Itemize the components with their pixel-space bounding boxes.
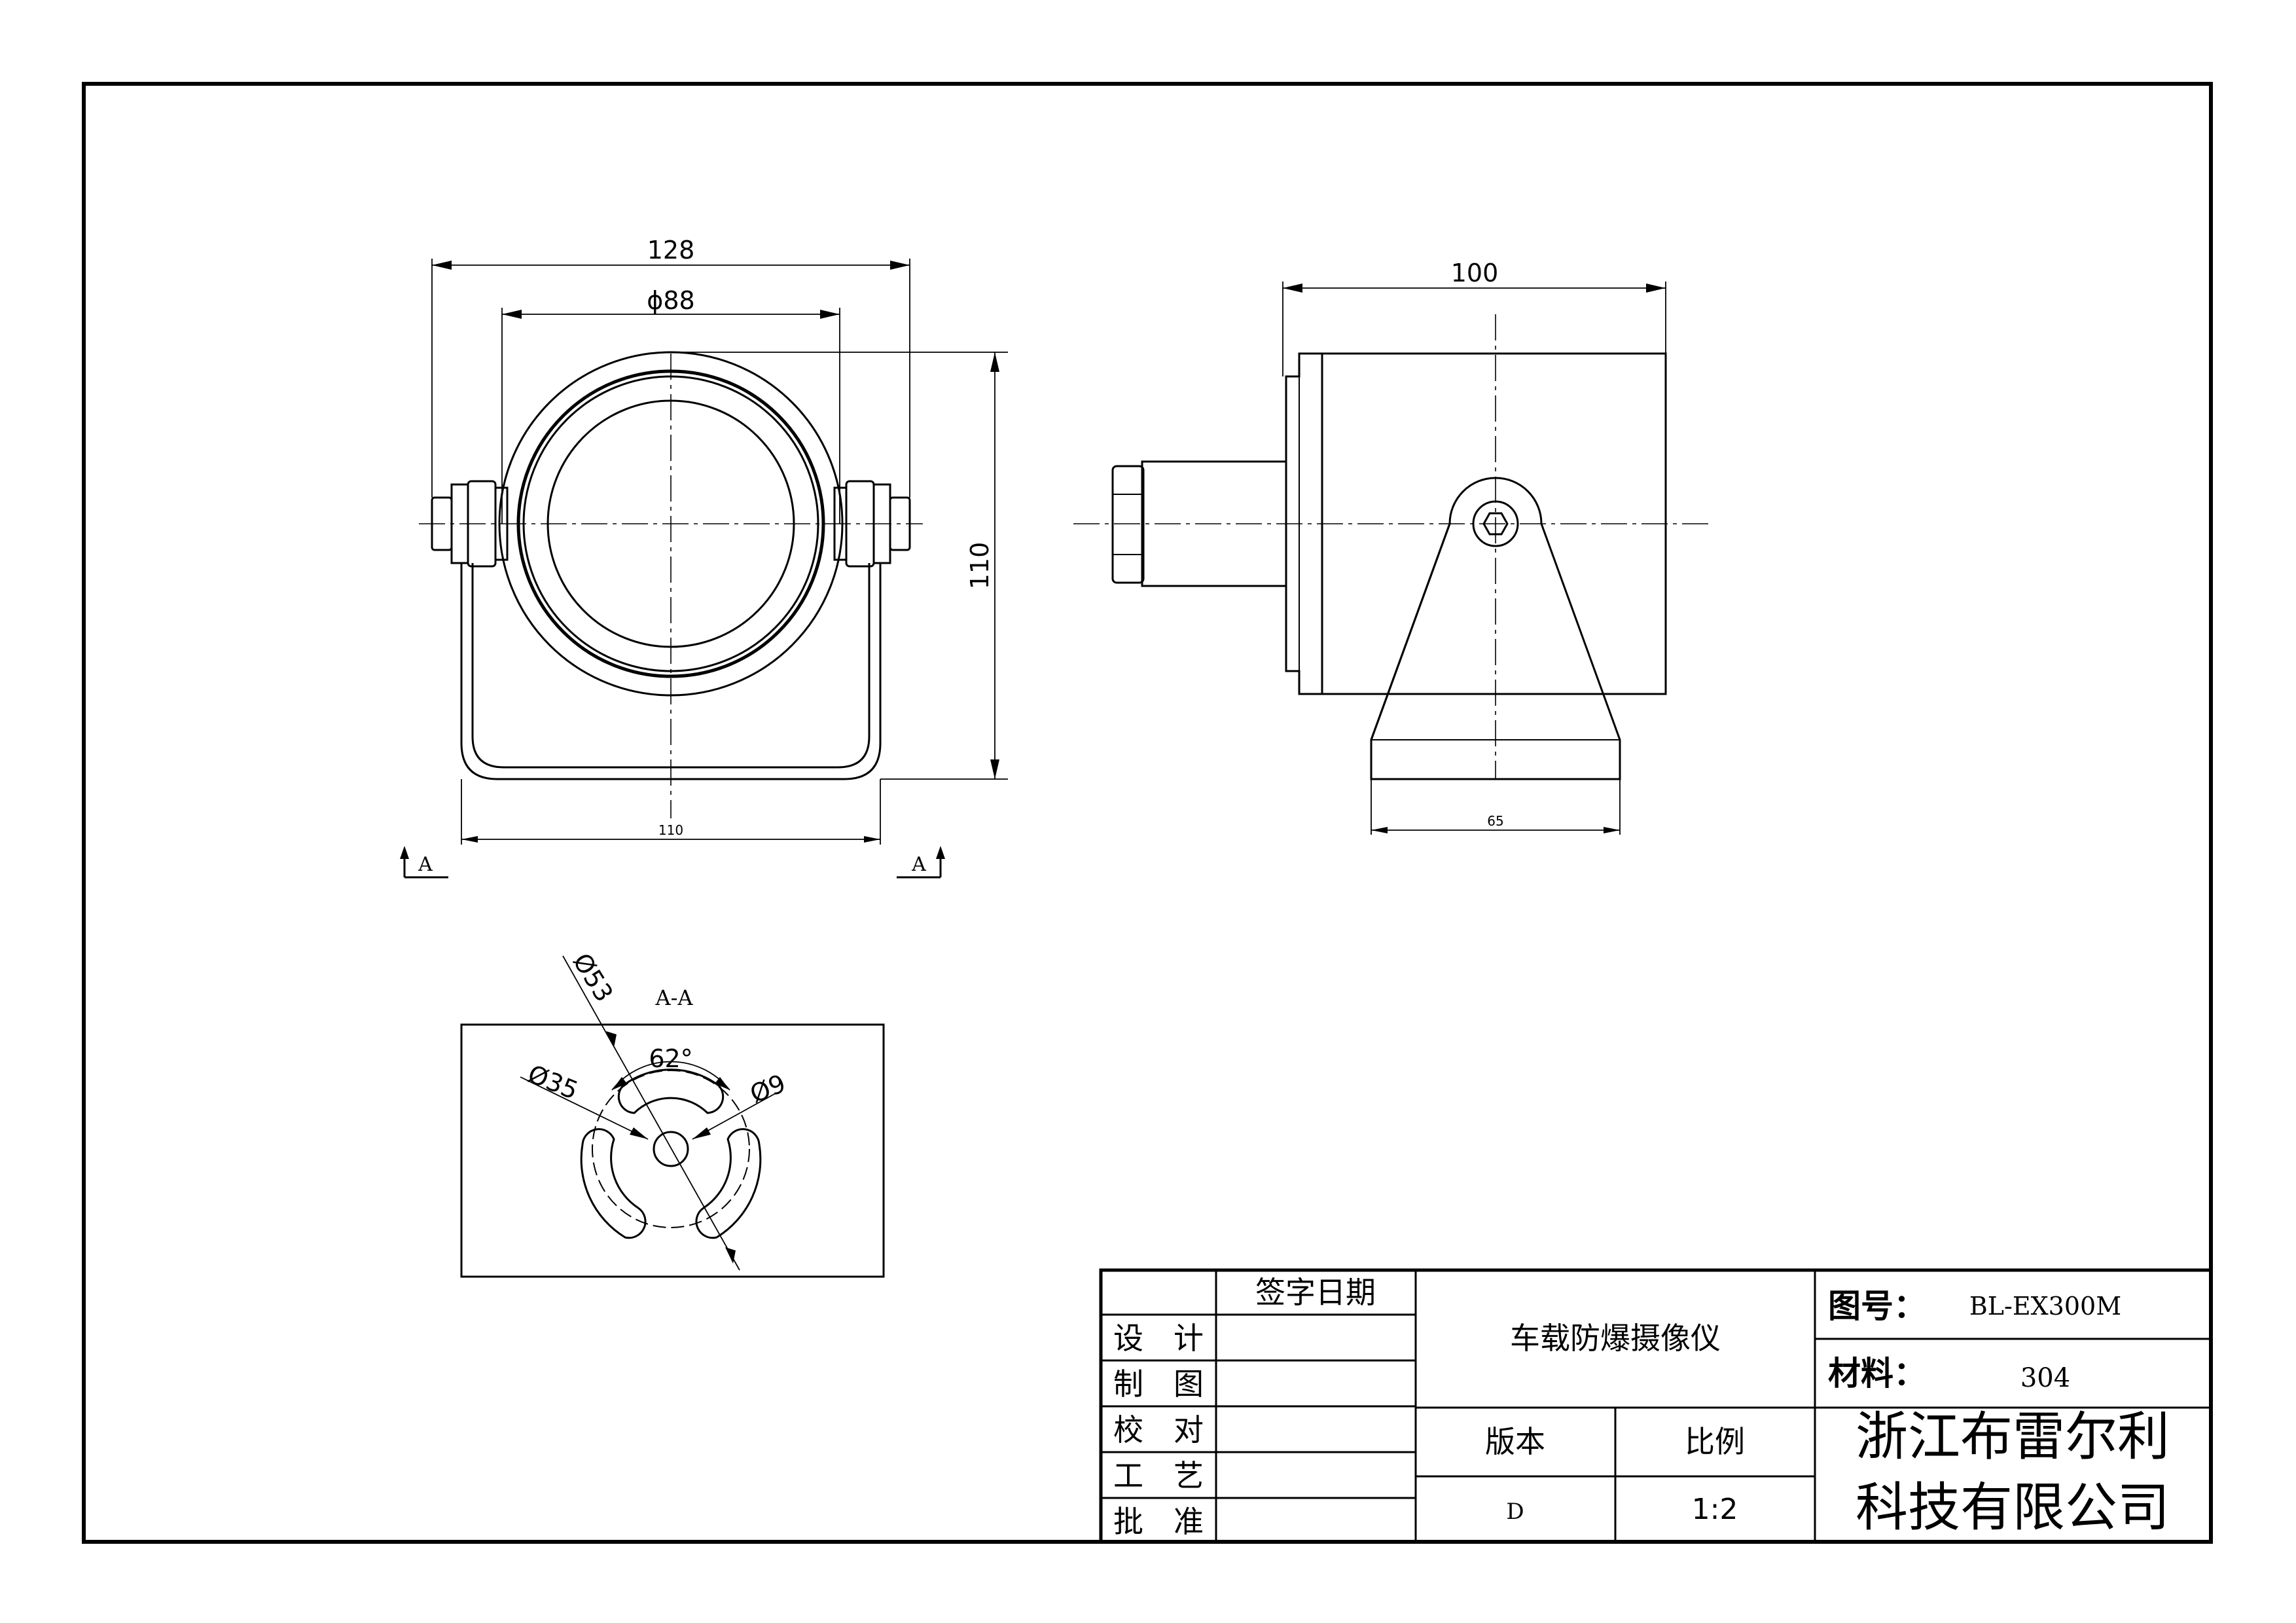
dim-width-128: 128 — [647, 236, 695, 264]
cable-gland-body — [1141, 460, 1287, 587]
side-view: 100 65 — [1073, 259, 1708, 835]
front-view: 128 ϕ88 110 110 A A — [400, 236, 1008, 879]
role-approval: 批 准 — [1113, 1504, 1204, 1539]
role-checking: 校 对 — [1113, 1412, 1204, 1448]
mounting-plate — [460, 1023, 885, 1278]
material-value: 304 — [2020, 1363, 2070, 1393]
dim-length-100: 100 — [1451, 259, 1499, 287]
version-label: 版本 — [1485, 1424, 1545, 1459]
svg-text:A: A — [418, 853, 433, 876]
drawing-no-value: BL-EX300M — [1969, 1292, 2121, 1321]
dim-d9: Ø9 — [746, 1068, 790, 1108]
drawing-no-label: 图号： — [1828, 1287, 1926, 1325]
lens-inner-ring — [522, 375, 819, 672]
svg-text:A: A — [911, 853, 926, 876]
title-block: 签字日期 设 计 制 图 校 对 工 艺 批 准 车载防爆摄像仪 版本 比例 D… — [1099, 1268, 2213, 1544]
lens-glass — [547, 399, 795, 648]
cable-gland-nut — [1111, 465, 1145, 584]
section-mark-right: A — [897, 846, 945, 879]
center-hole — [653, 1131, 689, 1167]
u-bracket — [460, 563, 882, 780]
dim-angle-62: 62° — [649, 1044, 692, 1073]
version-value: D — [1506, 1499, 1524, 1525]
sign-date-header: 签字日期 — [1255, 1275, 1376, 1310]
company-line1: 浙江布雷尔利 — [1856, 1406, 2170, 1467]
slot-top — [617, 1068, 725, 1114]
dim-base-110: 110 — [658, 822, 683, 838]
slot-left — [580, 1128, 647, 1239]
section-mark-left: A — [400, 846, 448, 879]
camera-housing — [1321, 352, 1667, 695]
dim-height-110: 110 — [965, 542, 994, 590]
lens-mid-ring — [516, 369, 825, 678]
scale-value: 1:2 — [1692, 1493, 1738, 1526]
dim-d35: Ø35 — [524, 1059, 582, 1105]
product-name: 车载防爆摄像仪 — [1510, 1321, 1721, 1356]
role-process: 工 艺 — [1113, 1458, 1204, 1493]
material-label: 材料： — [1828, 1355, 1926, 1393]
dim-base-65: 65 — [1487, 813, 1503, 829]
slot-right — [695, 1128, 762, 1239]
section-title: A-A — [655, 985, 693, 1010]
hex-bolt — [1472, 500, 1519, 547]
company-line2: 科技有限公司 — [1856, 1477, 2170, 1538]
role-design: 设 计 — [1113, 1321, 1204, 1356]
side-bracket — [1370, 477, 1621, 780]
scale-label: 比例 — [1685, 1424, 1745, 1459]
dim-diameter-88: ϕ88 — [647, 286, 694, 315]
section-view: A-A Ø53 Ø35 Ø9 62° — [460, 948, 885, 1278]
role-drafting: 制 图 — [1113, 1366, 1204, 1402]
